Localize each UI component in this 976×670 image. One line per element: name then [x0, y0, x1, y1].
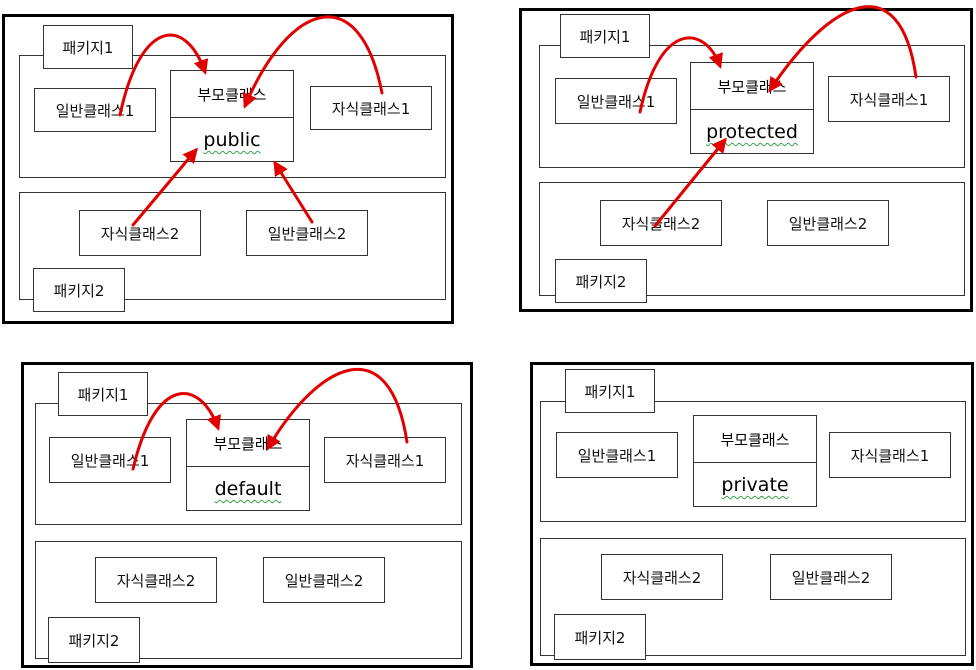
package2-label: 패키지2	[554, 614, 646, 660]
parent-class-title: 부모클래스	[171, 71, 293, 118]
general-class2: 일반클래스2	[263, 557, 385, 603]
modifier-text: public	[203, 129, 261, 151]
access-modifier: protected	[691, 110, 813, 154]
parent-class-box: 부모클래스 protected	[690, 62, 814, 154]
access-modifier: private	[694, 463, 816, 507]
modifier-text: default	[214, 478, 282, 500]
general-class1: 일반클래스1	[555, 78, 677, 124]
child-class2: 자식클래스2	[600, 200, 722, 246]
general-class2: 일반클래스2	[246, 210, 368, 256]
general-class1: 일반클래스1	[556, 432, 678, 478]
package1-label: 패키지1	[58, 372, 148, 416]
general-class2: 일반클래스2	[767, 200, 889, 246]
child-class2: 자식클래스2	[79, 210, 201, 256]
parent-class-box: 부모클래스 public	[170, 70, 294, 162]
package1-label: 패키지1	[560, 14, 650, 58]
general-class2: 일반클래스2	[770, 554, 892, 600]
child-class1: 자식클래스1	[829, 432, 951, 478]
package1-label: 패키지1	[43, 25, 133, 69]
parent-class-title: 부모클래스	[691, 63, 813, 110]
parent-class-box: 부모클래스 default	[186, 419, 310, 511]
package1-label: 패키지1	[565, 369, 655, 413]
child-class2: 자식클래스2	[601, 554, 723, 600]
modifier-text: protected	[706, 121, 798, 143]
parent-class-box: 부모클래스 private	[693, 415, 817, 507]
parent-class-title: 부모클래스	[694, 416, 816, 463]
modifier-text: private	[721, 474, 789, 496]
child-class1: 자식클래스1	[310, 86, 432, 130]
access-modifier: public	[171, 118, 293, 162]
child-class1: 자식클래스1	[324, 437, 446, 483]
package2-label: 패키지2	[33, 268, 125, 312]
general-class1: 일반클래스1	[34, 88, 156, 132]
package2-label: 패키지2	[555, 259, 647, 303]
child-class2: 자식클래스2	[95, 557, 217, 603]
package2-label: 패키지2	[48, 617, 140, 663]
general-class1: 일반클래스1	[49, 437, 171, 483]
access-modifier: default	[187, 467, 309, 511]
child-class1: 자식클래스1	[828, 76, 950, 122]
parent-class-title: 부모클래스	[187, 420, 309, 467]
